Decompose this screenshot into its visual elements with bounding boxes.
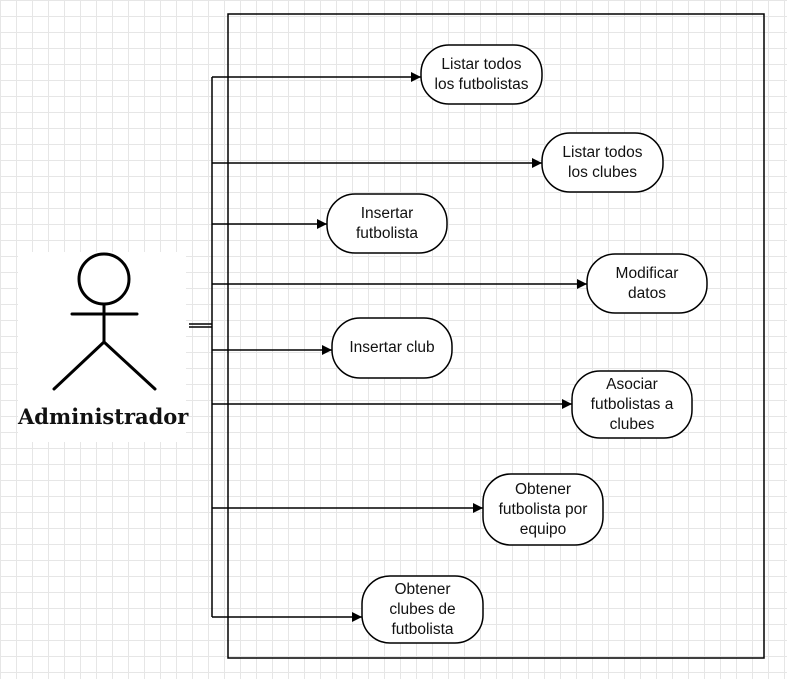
use-case-nodes [326, 44, 708, 644]
association-arrows [212, 72, 587, 622]
use-case-modificar-datos [586, 253, 708, 314]
use-case-obtener-futbolista-equipo [482, 473, 604, 546]
system-boundary [227, 13, 765, 659]
use-case-obtener-clubes-futbolista [361, 575, 484, 644]
use-case-listar-futbolistas [420, 44, 543, 105]
use-case-listar-clubes [541, 132, 664, 193]
actor-connector [189, 77, 213, 617]
actor-background [18, 252, 186, 442]
use-case-insertar-club [331, 317, 453, 379]
use-case-asociar-futbolistas [571, 370, 693, 439]
actor-name: Administrador [18, 404, 189, 429]
stick-figure-icon [52, 252, 157, 391]
use-case-insertar-futbolista [326, 193, 448, 254]
